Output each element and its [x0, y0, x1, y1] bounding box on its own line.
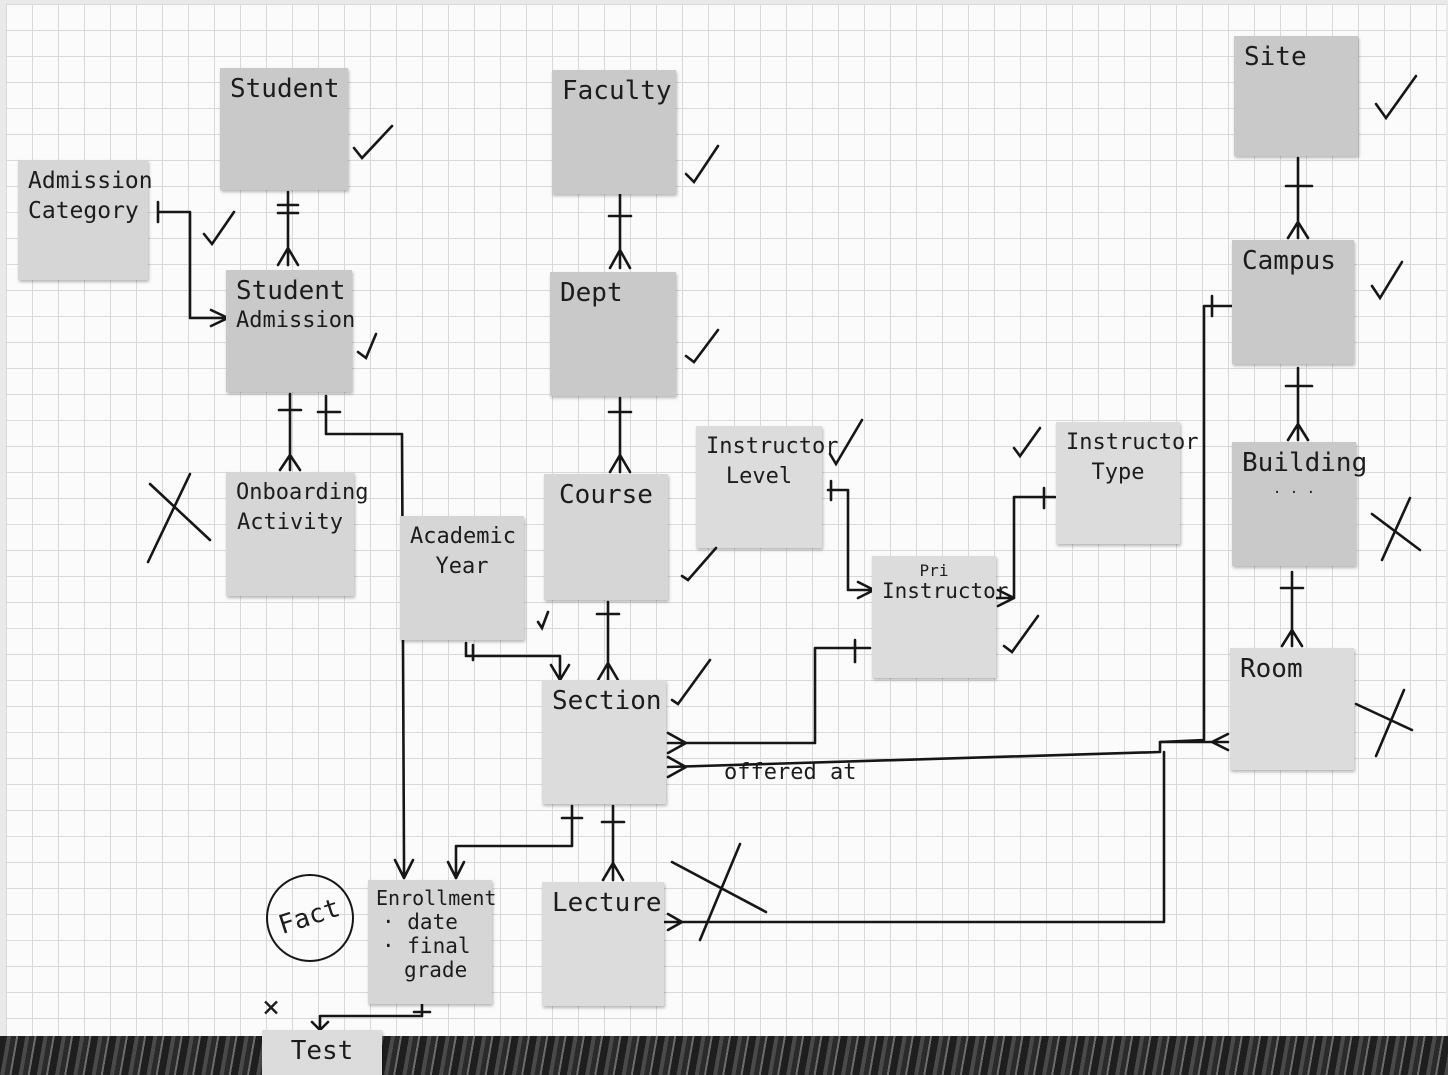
rel-building-room: [1279, 570, 1305, 648]
entity-title: Dept: [560, 278, 623, 308]
check-icon: [684, 144, 720, 185]
check-icon: [1374, 74, 1418, 121]
rel-dept-course: [607, 396, 633, 474]
entity-title-line2: Year: [435, 554, 489, 579]
cross-icon: [146, 472, 212, 564]
rel-section-room: [666, 732, 1230, 779]
check-icon: [828, 418, 864, 467]
entity-section[interactable]: Section: [542, 680, 666, 804]
rel-site-campus: [1284, 156, 1314, 240]
entity-instructor-type[interactable]: Instructor Type: [1056, 422, 1198, 544]
entity-campus[interactable]: Campus: [1232, 240, 1354, 364]
entity-onboarding-activity[interactable]: Onboarding Activity: [226, 472, 368, 596]
rel-section-lecture: [600, 804, 626, 882]
entity-academic-year[interactable]: Academic Year: [400, 516, 524, 640]
entity-title-line1: Academic: [410, 524, 516, 549]
check-icon: [680, 546, 718, 582]
entity-lecture[interactable]: Lecture: [542, 882, 664, 1006]
entity-title: Site: [1244, 42, 1307, 72]
rel-faculty-dept: [607, 192, 633, 270]
test-x-mark: ×: [262, 990, 281, 1025]
rel-admission-enrollment: [316, 394, 415, 880]
entity-student[interactable]: Student: [220, 68, 348, 190]
entity-title-line2: Level: [725, 464, 793, 489]
check-icon: [356, 332, 378, 361]
entity-enrollment[interactable]: Enrollment · date · final grade: [368, 880, 497, 1004]
check-icon: [670, 658, 712, 706]
entity-title: Test: [290, 1036, 354, 1066]
entity-course[interactable]: Course: [544, 474, 668, 600]
entity-title-line2: Type: [1091, 460, 1145, 485]
entity-title: Faculty: [562, 76, 672, 106]
entity-title: Section: [552, 686, 662, 716]
rel-room-campus: [1158, 294, 1234, 744]
fact-circle: Fact: [266, 874, 354, 962]
entity-attr: grade: [404, 958, 468, 982]
entity-title: Student: [230, 74, 340, 104]
entity-building[interactable]: Building · · ·: [1232, 442, 1367, 566]
cross-icon: [1370, 496, 1422, 562]
offered-at-label: offered at: [724, 760, 857, 785]
check-icon: [352, 124, 394, 160]
floor-strip: [0, 1036, 1448, 1075]
check-icon: [202, 210, 236, 247]
rel-section-enrollment: [446, 804, 584, 880]
entity-instructor-level[interactable]: Instructor Level: [696, 426, 838, 548]
entity-title: Lecture: [552, 888, 662, 918]
check-icon: [536, 610, 550, 631]
rel-instructor-type: [994, 486, 1057, 608]
entity-test[interactable]: Test: [262, 1030, 382, 1075]
cross-icon: [670, 842, 768, 942]
entity-admission-category[interactable]: Admission Category: [18, 160, 153, 280]
entity-dept[interactable]: Dept: [550, 272, 676, 396]
rel-campus-building: [1284, 366, 1314, 442]
rel-lecture-room: [662, 750, 1166, 932]
check-icon: [1370, 260, 1404, 301]
entity-title-line1: Pri: [919, 561, 949, 580]
entity-student-admission[interactable]: Student Admission: [226, 270, 356, 392]
entity-title: Enrollment: [376, 886, 497, 910]
entity-title-line1: Admission: [28, 168, 153, 194]
entity-faculty[interactable]: Faculty: [552, 70, 676, 194]
entity-attr: · final: [382, 934, 471, 958]
entity-title: Campus: [1242, 246, 1336, 276]
entity-title-line2: Category: [28, 198, 139, 224]
entity-title: Course: [559, 480, 653, 510]
entity-title-line2: Instructor: [882, 579, 1009, 603]
entity-title: Room: [1240, 654, 1303, 684]
entity-title-line2: Admission: [236, 308, 356, 333]
entity-room[interactable]: Room: [1230, 648, 1354, 770]
entity-subtitle: · · ·: [1272, 485, 1316, 501]
check-icon: [1002, 614, 1040, 654]
cross-icon: [1354, 688, 1414, 758]
entity-attr: · date: [382, 910, 458, 934]
rel-student-admission: [276, 190, 300, 267]
rel-section-instructor: [666, 638, 872, 755]
entity-pri-instructor[interactable]: Pri Instructor: [872, 556, 1009, 678]
rel-course-section: [595, 600, 621, 682]
check-icon: [1012, 426, 1042, 459]
entity-title-line1: Student: [236, 276, 346, 306]
rel-admission-onboarding: [277, 392, 303, 472]
entity-title-line2: Activity: [237, 510, 343, 535]
entity-site[interactable]: Site: [1234, 36, 1358, 156]
check-icon: [684, 328, 720, 364]
